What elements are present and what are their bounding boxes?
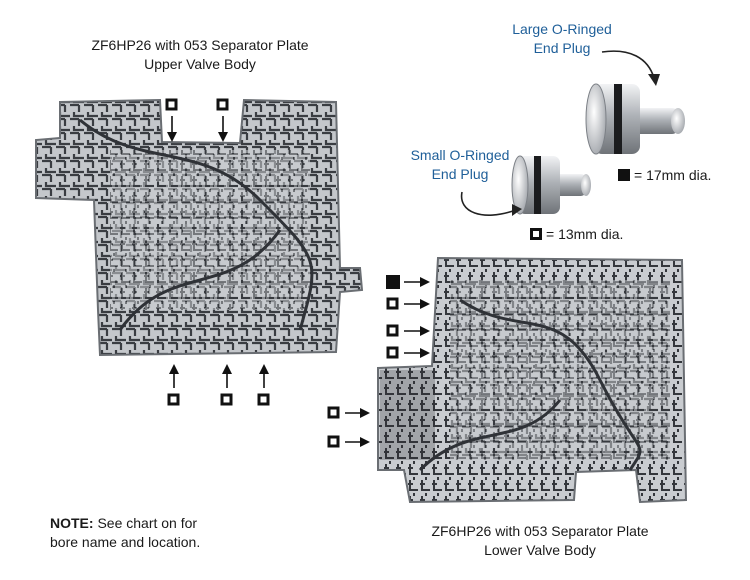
curved-arrow-small-head <box>512 204 522 216</box>
upper-title-line1: ZF6HP26 with 053 Separator Plate <box>91 37 309 53</box>
small-plug-line2: End Plug <box>431 166 489 182</box>
lower-valve-body <box>377 256 688 504</box>
lower-title-line1: ZF6HP26 with 053 Separator Plate <box>431 523 649 539</box>
note-label: NOTE: <box>50 515 94 531</box>
note-text-1: See chart on for <box>93 515 198 531</box>
curved-arrow-large-head <box>648 74 660 86</box>
large-plug-image <box>585 83 685 155</box>
upper-top-marker-2 <box>216 98 229 142</box>
legend-13mm: = 13mm dia. <box>530 225 623 243</box>
note: NOTE: See chart on for bore name and loc… <box>50 514 270 552</box>
lower-marker-open-3 <box>386 346 430 359</box>
upper-title-line2: Upper Valve Body <box>144 56 256 72</box>
open-square-icon <box>530 228 542 240</box>
small-plug-image <box>511 155 591 215</box>
note-text-2: bore name and location. <box>50 534 201 550</box>
lower-marker-open-1 <box>386 297 430 310</box>
legend-17mm-text: = 17mm dia. <box>634 167 712 183</box>
large-plug-line1: Large O-Ringed <box>512 21 612 37</box>
curved-arrow-small <box>460 191 517 216</box>
upper-top-marker-1 <box>165 98 178 142</box>
large-plug-line2: End Plug <box>533 40 591 56</box>
legend-13mm-text: = 13mm dia. <box>546 226 624 242</box>
legend-17mm: = 17mm dia. <box>618 166 711 184</box>
large-plug-label: Large O-Ringed End Plug <box>494 20 630 58</box>
lower-marker-open-5 <box>327 435 370 448</box>
small-plug-line1: Small O-Ringed <box>410 147 510 163</box>
upper-valve-body <box>35 98 364 357</box>
upper-valve-body-title: ZF6HP26 with 053 Separator Plate Upper V… <box>60 36 340 74</box>
lower-valve-body-title: ZF6HP26 with 053 Separator Plate Lower V… <box>400 522 680 560</box>
filled-square-icon <box>618 169 630 181</box>
lower-marker-filled-1 <box>386 275 430 289</box>
lower-title-line2: Lower Valve Body <box>484 542 596 558</box>
lower-marker-open-2 <box>386 324 430 337</box>
small-plug-label: Small O-Ringed End Plug <box>390 146 530 184</box>
upper-bottom-marker-2 <box>220 364 233 406</box>
curved-arrow-large <box>601 50 655 79</box>
lower-marker-open-4 <box>327 406 370 419</box>
upper-bottom-marker-1 <box>167 364 180 406</box>
upper-bottom-marker-3 <box>257 364 270 406</box>
